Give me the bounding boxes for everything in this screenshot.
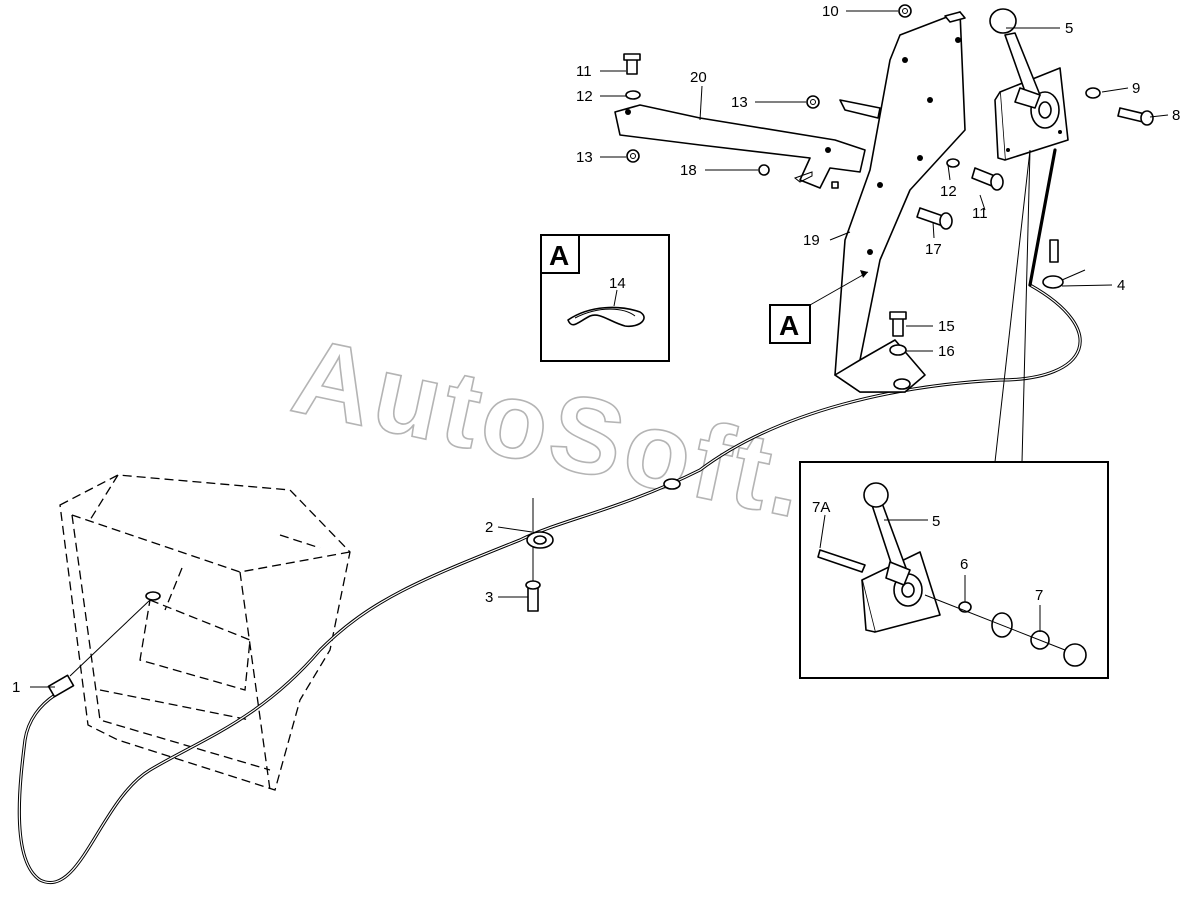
callout-15: 15 (938, 318, 955, 335)
callout-13-top: 13 (731, 94, 748, 111)
detail-a-reference-letter: A (779, 310, 799, 341)
callout-9: 9 (1132, 80, 1140, 97)
callout-7a: 7A (812, 499, 830, 516)
callout-20: 20 (690, 69, 707, 86)
detail-a-letter: A (549, 240, 569, 271)
callout-19: 19 (803, 232, 820, 249)
bracket-20 (614, 99, 881, 189)
callout-5: 5 (1065, 20, 1073, 37)
detail-a-box: A (540, 234, 670, 362)
callout-7: 7 (1035, 587, 1043, 604)
callout-labels: 1 2 3 4 5 5 6 7 7A 8 9 10 11 11 12 12 13… (12, 3, 1180, 696)
callout-17: 17 (925, 241, 942, 258)
callout-12-right: 12 (940, 183, 957, 200)
callout-2: 2 (485, 519, 493, 536)
callout-11-top: 11 (576, 63, 592, 80)
callout-5-detail: 5 (932, 513, 940, 530)
detail-view (799, 149, 1109, 679)
callout-12-top: 12 (576, 88, 593, 105)
cable-clamp (525, 498, 554, 612)
control-cable (17, 148, 1086, 885)
callout-10: 10 (822, 3, 839, 20)
callout-14: 14 (609, 275, 626, 292)
callout-4: 4 (1117, 277, 1125, 294)
callout-11-right: 11 (972, 205, 988, 222)
housing-outline (59, 474, 351, 791)
callout-6: 6 (960, 556, 968, 573)
callout-leaders (30, 10, 1169, 688)
callout-16: 16 (938, 343, 955, 360)
detail-a-reference: A (769, 270, 869, 344)
callout-18: 18 (680, 162, 697, 179)
callout-8: 8 (1172, 107, 1180, 124)
callout-1: 1 (12, 679, 20, 696)
callout-3: 3 (485, 589, 493, 606)
control-lever-assembly (989, 8, 1069, 161)
fasteners (623, 4, 1154, 356)
callout-13-left: 13 (576, 149, 593, 166)
